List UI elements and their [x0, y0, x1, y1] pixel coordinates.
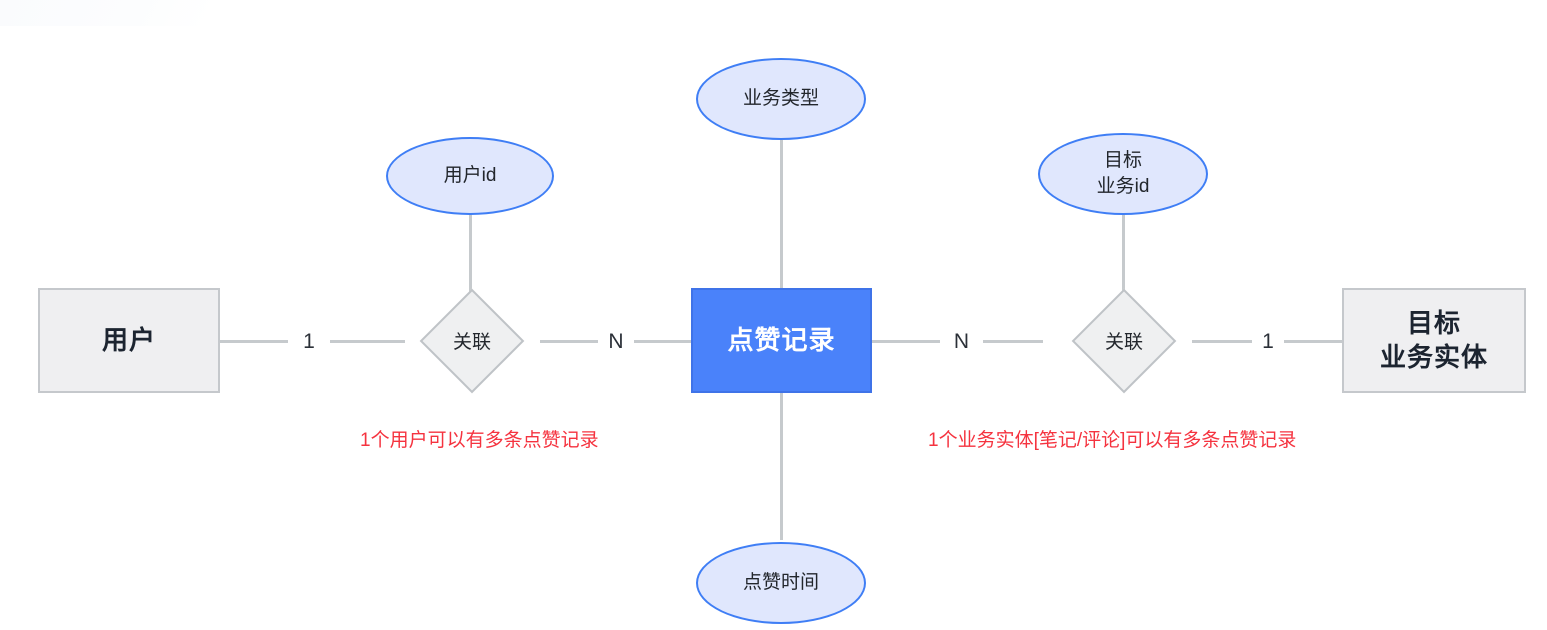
background-wash	[0, 0, 300, 26]
note-left: 1个用户可以有多条点赞记录	[360, 430, 599, 451]
relationship-left-label: 关联	[452, 332, 491, 353]
entity-like-record-label: 点赞记录	[727, 324, 836, 355]
attribute-like-time[interactable]: 点赞时间	[696, 542, 866, 624]
cardinality-like-record-right-N: N	[953, 330, 970, 353]
connector-like-record-to-cardN-right	[872, 340, 940, 343]
connector-cardN-to-like-record	[634, 340, 691, 343]
relationship-right-label: 关联	[1104, 332, 1143, 353]
connector-like-record-to-like-time	[780, 392, 783, 540]
attribute-business-type-label: 业务类型	[742, 88, 819, 110]
entity-like-record[interactable]: 点赞记录	[691, 288, 872, 393]
connector-card1-to-rel-left	[330, 340, 405, 343]
entity-user-label: 用户	[101, 324, 156, 355]
connector-card1-right-to-target	[1284, 340, 1342, 343]
connector-rel-left-to-cardN	[540, 340, 598, 343]
attribute-like-time-label: 点赞时间	[742, 572, 819, 594]
cardinality-target-side-1: 1	[1262, 330, 1274, 353]
attribute-user-id[interactable]: 用户id	[386, 137, 554, 215]
note-right: 1个业务实体[笔记/评论]可以有多条点赞记录	[928, 430, 1297, 451]
relationship-right-association[interactable]: 关联	[1056, 288, 1192, 393]
entity-target-business[interactable]: 目标 业务实体	[1342, 288, 1526, 393]
connector-user-id-to-rel-left	[469, 214, 472, 304]
connector-biz-type-to-like-record	[780, 140, 783, 288]
connector-target-biz-id-to-rel-right	[1122, 214, 1125, 304]
connector-rel-right-to-card1-right	[1192, 340, 1252, 343]
cardinality-user-side-1: 1	[303, 330, 315, 353]
entity-user[interactable]: 用户	[38, 288, 220, 393]
entity-target-business-label-line2: 业务实体	[1379, 341, 1488, 372]
entity-target-business-label-line1: 目标	[1406, 308, 1461, 339]
attribute-business-type[interactable]: 业务类型	[696, 58, 866, 140]
relationship-left-association[interactable]: 关联	[404, 288, 540, 393]
attribute-user-id-label: 用户id	[443, 165, 497, 187]
cardinality-like-record-left-N: N	[608, 330, 624, 353]
connector-cardN-right-to-rel-right	[983, 340, 1043, 343]
attribute-target-business-id-label-line2: 业务id	[1096, 176, 1150, 197]
attribute-target-business-id-label-line1: 目标	[1103, 150, 1142, 172]
connector-user-to-card1	[220, 340, 288, 343]
attribute-target-business-id[interactable]: 目标 业务id	[1038, 133, 1208, 215]
